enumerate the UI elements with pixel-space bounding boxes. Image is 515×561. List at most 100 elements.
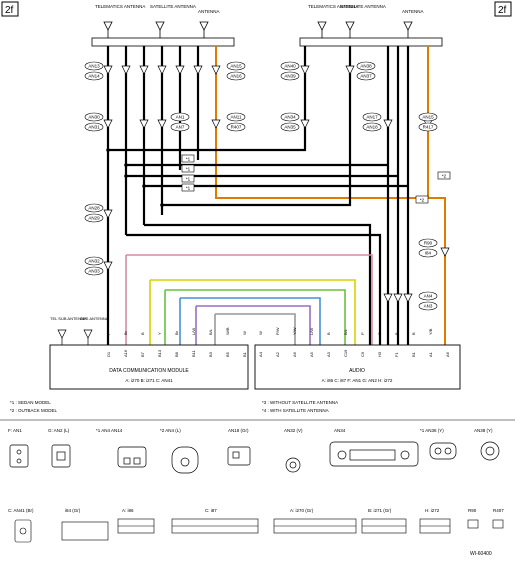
connector-triangles [103,65,450,303]
connector-an15-right: AN15 [418,112,438,122]
svg-text:C: i87: C: i87 [205,508,217,513]
svg-text:G: AN2 (L): G: AN2 (L) [48,428,70,433]
antenna-label-left-sat: SATELLITE ANTENNA [150,4,196,9]
svg-text:AN38: AN38 [360,64,372,69]
svg-text:AN28: AN28 [88,206,100,211]
connector-an35: AN35 [280,122,300,132]
antenna-label-right-tele: TELEMATICS ANTENNA [308,4,358,9]
connector-an1: AN1 [170,112,190,122]
pin-label: B11 [191,349,196,357]
svg-text:R90: R90 [424,241,433,246]
svg-text:AN32 (V): AN32 (V) [284,428,303,433]
antenna-label-right-sat: SATELLITE ANTENNA [340,4,386,9]
svg-text:AN29: AN29 [88,216,100,221]
svg-text:AN30: AN30 [88,115,100,120]
connector-drawings-row1 [9,441,500,474]
svg-text:C: AN41 (Br): C: AN41 (Br) [8,508,34,513]
pin-label: A3 [326,351,331,357]
wire-color-label: P [377,332,382,335]
svg-text:*1: *1 [186,157,191,162]
svg-text:R407: R407 [493,508,504,513]
junction-dots [106,148,164,207]
svg-text:*1: *1 [186,167,191,172]
wire-color-label: Y [157,332,162,335]
svg-text:*2 AN4 (L): *2 AN4 (L) [160,428,181,433]
wire-color-label: P [106,332,111,335]
connector-an17: AN17 [362,112,382,122]
wire-color-label: B [326,332,331,335]
connector-drawings-row2 [14,518,504,543]
pin-label: A6 [445,351,450,357]
svg-text:AN7: AN7 [176,125,185,130]
pin-label: D1 [106,351,111,357]
wire-color-label: L/W [309,328,314,335]
wire-color-label: Y/B [428,328,433,335]
svg-text:AN15: AN15 [422,115,434,120]
svg-text:AN35: AN35 [284,125,296,130]
splice-boxes: *1 *1 *1 *1 *2 *2 [181,154,451,204]
connector-an4: AN4 [418,291,438,301]
tel-sub-antenna-label: TEL SUB ANTENNA [50,316,87,321]
svg-text:*2: *2 [442,174,447,179]
pin-label: B13 [157,349,162,357]
connector-an16: AN16 [226,71,246,81]
audio-module [254,344,461,390]
svg-text:F: AN1: F: AN1 [8,428,22,433]
figure-code: WI-60400 [470,551,492,557]
connector-an31: AN31 [84,122,104,132]
svg-text:A: i270 (Gr): A: i270 (Gr) [290,508,314,513]
svg-text:*1: *1 [186,177,191,182]
antenna-label-left-ant: ANTENNA [198,9,220,14]
svg-text:AN11: AN11 [231,115,242,120]
connector-an29: AN29 [84,213,104,223]
svg-text:AN34: AN34 [334,428,346,433]
svg-text:AN32: AN32 [88,259,100,264]
splice-5: *2 [415,195,429,204]
antenna-label-right-ant: ANTENNA [402,9,424,14]
svg-text:AN13: AN13 [88,64,100,69]
svg-text:AN34: AN34 [284,115,296,120]
pin-label: A1 [428,351,433,357]
svg-text:AN39: AN39 [284,74,296,79]
wire-orange [215,46,446,345]
connector-an13: AN13 [84,61,104,71]
svg-text:B: i271 (Gr): B: i271 (Gr) [368,508,392,513]
pin-label: B1 [411,351,416,357]
page-tag-right [494,1,512,17]
connector-labels: AN13 AN14 AN15 AN16 AN30 AN31 AN1 AN7 AN… [84,61,438,311]
connector-an3: AN3 [418,301,438,311]
connector-an40: AN40 [280,61,300,71]
wire-color-label: B/L [343,328,348,335]
pin-label: A16 [123,349,128,357]
pin-label: B7 [140,351,145,357]
svg-text:A: i86: A: i86 [122,508,134,513]
svg-text:AN3: AN3 [424,304,433,309]
svg-text:AN31: AN31 [88,125,100,130]
connector-an7: AN7 [170,122,190,132]
svg-text:AN1: AN1 [176,115,185,120]
svg-text:AN38 (Y): AN38 (Y) [474,428,493,433]
wire-color-label: L/W [191,328,196,335]
splice-2: *1 [181,164,195,173]
gps-antenna-label: GPS ANTENNA [80,316,109,321]
splice-6: *2 [437,171,451,180]
connector-r407: R407 [226,122,246,132]
wire-color-label: B [140,332,145,335]
antenna-block-right [299,37,443,47]
connector-an39: AN39 [280,71,300,81]
antenna-icon [57,329,93,345]
svg-text:*1: *1 [186,186,191,191]
splice-4: *1 [181,183,195,192]
pin-label: B8 [174,351,179,357]
note-1: *1 : SEDAN MODEL [10,400,51,405]
connector-an34: AN34 [280,112,300,122]
audio-refs: A: i86 C: i87 F: AN1 G: AN2 H: i272 [322,378,393,383]
pin-label: C9 [360,351,365,357]
antenna-block-left [91,37,235,47]
connector-an14: AN14 [84,71,104,81]
pin-label: A5 [309,351,314,357]
svg-text:R90: R90 [468,508,477,513]
wire-color-label: B [411,332,416,335]
svg-text:R417: R417 [423,125,434,130]
